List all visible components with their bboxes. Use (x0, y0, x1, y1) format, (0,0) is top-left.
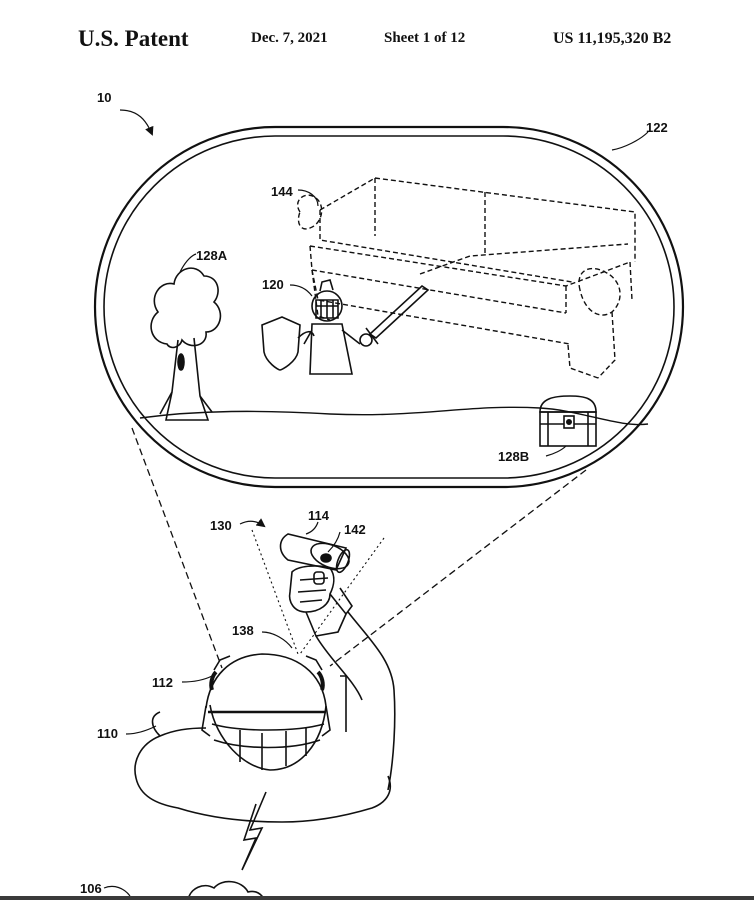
field-of-view-lines (131, 427, 587, 669)
label-virtual-scene: 122 (646, 120, 668, 135)
knight-character (261, 279, 430, 375)
label-headset: 112 (152, 675, 173, 690)
wireless-link (241, 791, 267, 871)
user-arm-and-hand (288, 565, 396, 791)
user-with-headset (134, 653, 392, 823)
patent-number: US 11,195,320 B2 (553, 30, 672, 47)
label-user: 110 (97, 726, 118, 741)
label-controller: 114 (308, 508, 330, 523)
treasure-chest (539, 395, 597, 447)
label-camera: 138 (232, 623, 254, 638)
label-system: 10 (97, 90, 111, 105)
patent-header: U.S. Patent Dec. 7, 2021 Sheet 1 of 12 U… (0, 0, 754, 70)
sheet-number: Sheet 1 of 12 (384, 30, 466, 46)
label-chest: 128B (498, 449, 529, 464)
label-knight: 120 (262, 277, 284, 292)
network-cloud (187, 880, 265, 900)
patent-title: U.S. Patent (78, 26, 189, 51)
bottom-edge-bar (0, 896, 754, 900)
label-tree: 128A (196, 248, 228, 263)
handheld-controller (279, 533, 351, 574)
label-network: 106 (80, 881, 102, 896)
couch-outline (297, 177, 636, 379)
reference-leader-lines (103, 109, 649, 897)
virtual-scene-bubble (93, 125, 685, 489)
controller-view-lines (251, 529, 385, 655)
ground-line (139, 406, 649, 426)
tree-illustration (150, 267, 222, 421)
patent-date: Dec. 7, 2021 (251, 30, 328, 46)
label-view-line: 130 (210, 518, 232, 533)
label-controller-button: 142 (344, 522, 366, 537)
label-couch: 144 (271, 184, 293, 199)
